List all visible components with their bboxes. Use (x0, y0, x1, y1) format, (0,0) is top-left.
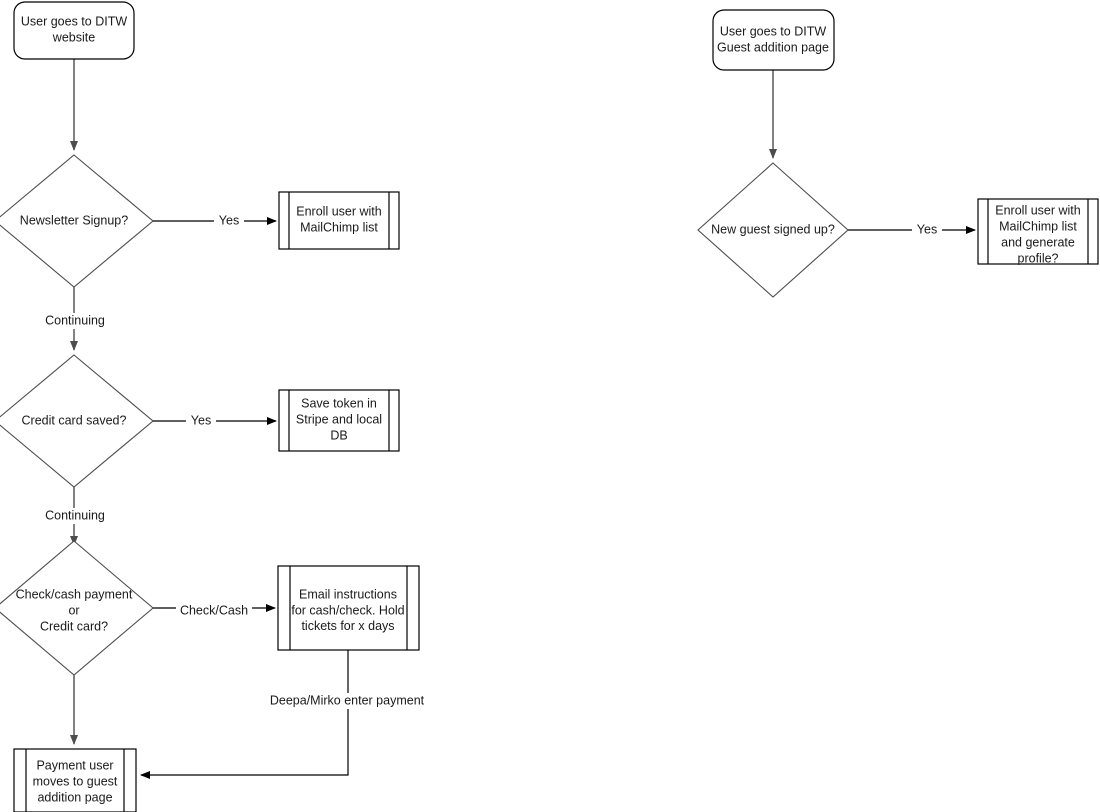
node-payment-user-moves-line-0: Payment user (36, 758, 113, 772)
node-email-instructions-line-1: for cash/check. Hold (291, 603, 404, 617)
node-save-token-line-1: Stripe and local (296, 412, 382, 426)
node-email-instructions: Email instructions for cash/check. Hold … (277, 565, 420, 651)
node-credit-card-saved: Credit card saved? (0, 354, 154, 488)
node-start-guest-page-line-1: Guest addition page (717, 40, 829, 54)
edge-newguest-yes-label: Yes (917, 222, 937, 236)
node-new-guest-signed-up: New guest signed up? (697, 162, 849, 298)
edge-creditcard-yes-label: Yes (191, 413, 211, 427)
node-save-token-line-0: Save token in (301, 396, 377, 410)
edge-creditcard-continuing-label: Continuing (45, 508, 105, 522)
node-enroll-mailchimp-profile: Enroll user with MailChimp list and gene… (977, 198, 1099, 265)
node-payment-user-moves: Payment user moves to guest addition pag… (13, 748, 137, 812)
node-enroll-mailchimp-profile-line-0: Enroll user with (995, 203, 1080, 217)
node-email-instructions-line-0: Email instructions (299, 587, 397, 601)
node-payment-user-moves-line-2: addition page (37, 790, 112, 804)
node-start-website-line-1: website (52, 30, 95, 44)
node-payment-user-moves-line-1: moves to guest (33, 774, 118, 788)
edge-email-to-payment-user-label: Deepa/Mirko enter payment (270, 693, 425, 707)
edge-payment-checkcash-label-bg (176, 603, 252, 619)
edge-newsletter-yes-label: Yes (219, 213, 239, 227)
node-save-token: Save token in Stripe and local DB (278, 389, 400, 452)
edge-creditcard-yes-label-bg (186, 413, 216, 429)
node-credit-card-saved-label: Credit card saved? (22, 413, 127, 427)
node-email-instructions-line-2-post: days (365, 619, 395, 633)
node-new-guest-signed-up-label: New guest signed up? (711, 222, 835, 236)
node-start-website: User goes to DITW website (13, 1, 135, 60)
node-email-instructions-line-2: tickets for x days (301, 619, 394, 633)
edge-creditcard-continuing-label-bg (40, 508, 110, 524)
edge-newsletter-yes-label-bg (214, 213, 244, 229)
node-enroll-mailchimp-profile-line-2: and generate (1001, 235, 1075, 249)
node-payment-type: Check/cash payment or Credit card? (0, 540, 154, 676)
node-payment-type-line-2: Credit card? (40, 619, 108, 633)
node-enroll-mailchimp-profile-line-3: profile? (1018, 251, 1059, 265)
node-email-instructions-bold-x: x (358, 619, 365, 633)
node-newsletter-signup-label: Newsletter Signup? (20, 213, 128, 227)
node-enroll-mailchimp: Enroll user with MailChimp list (278, 191, 400, 250)
edge-newsletter-continuing-label: Continuing (45, 313, 105, 327)
node-enroll-mailchimp-profile-line-1: MailChimp list (999, 219, 1077, 233)
node-newsletter-signup: Newsletter Signup? (0, 154, 154, 288)
edge-payment-checkcash-label: Check/Cash (180, 603, 248, 617)
node-save-token-line-2: DB (330, 428, 347, 442)
node-enroll-mailchimp-line-1: MailChimp list (300, 220, 378, 234)
node-payment-type-line-0: Check/cash payment (16, 587, 133, 601)
node-payment-type-line-1: or (68, 603, 79, 617)
node-start-guest-page-line-0: User goes to DITW (720, 24, 826, 38)
node-email-instructions-line-2-pre: tickets for (301, 619, 358, 633)
node-start-website-line-0: User goes to DITW (21, 14, 127, 28)
edge-newguest-yes-label-bg (912, 222, 942, 238)
edge-email-to-payment-user (140, 650, 349, 779)
edge-newsletter-continuing-label-bg (40, 313, 110, 329)
node-enroll-mailchimp-line-0: Enroll user with (296, 204, 381, 218)
node-start-guest-page: User goes to DITW Guest addition page (712, 9, 835, 71)
edge-email-to-payment-user-label-bg (266, 693, 426, 709)
